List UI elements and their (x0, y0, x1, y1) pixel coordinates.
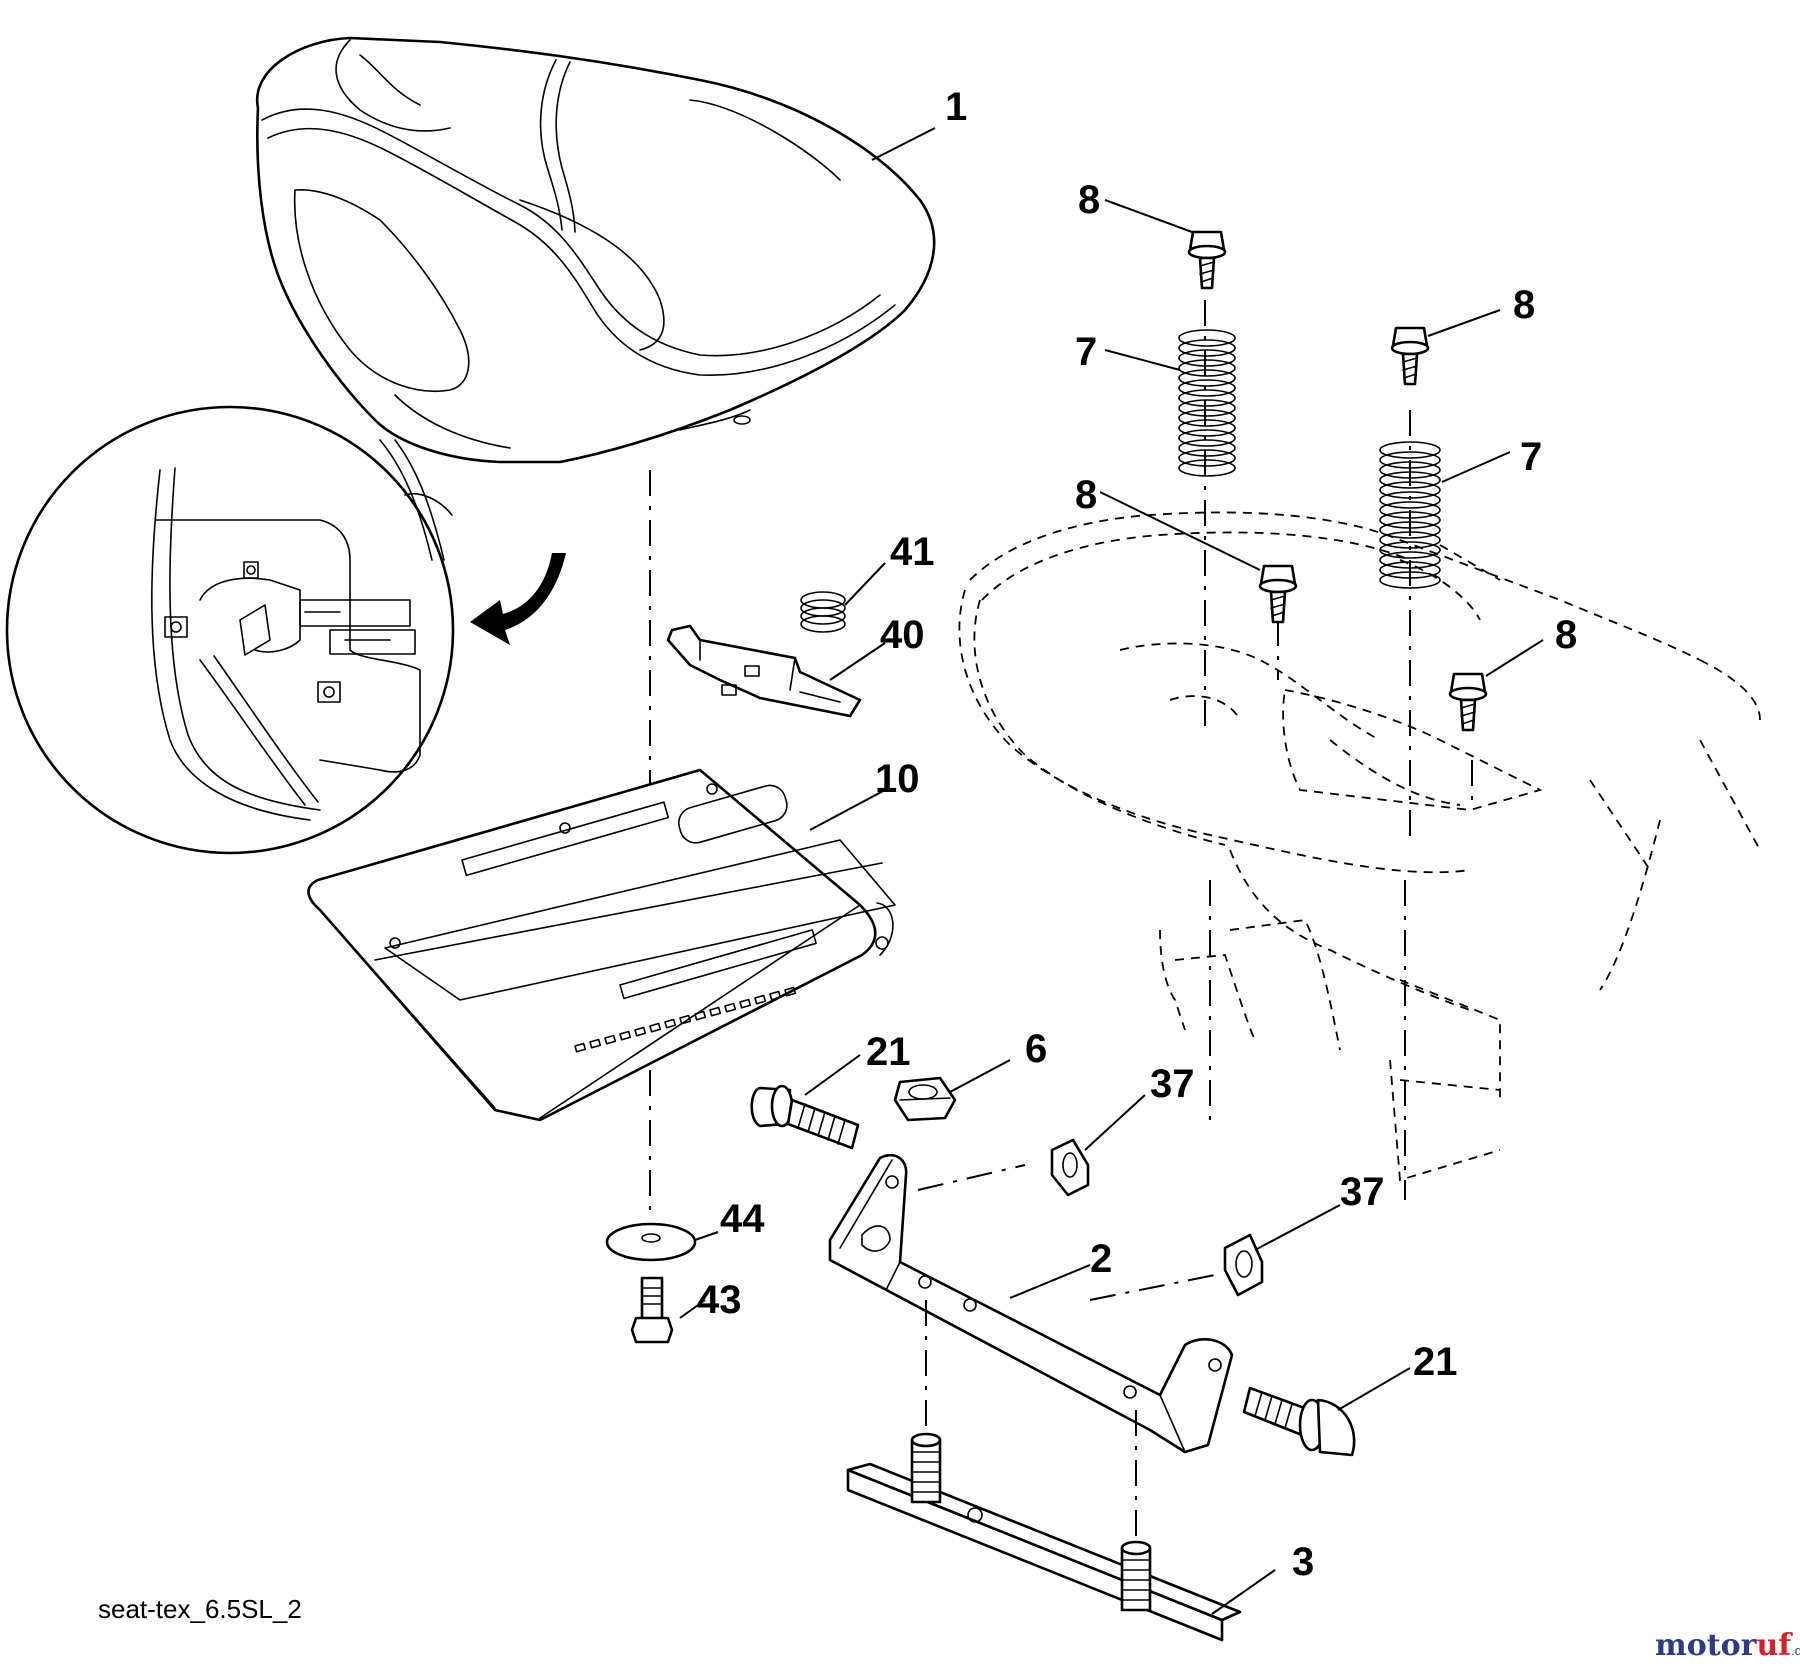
part-7-spring-right (1379, 441, 1441, 589)
callout-21-left: 21 (866, 1030, 911, 1074)
part-21-bolt-right (1242, 1386, 1356, 1457)
part-21-bolt-left (750, 1084, 860, 1150)
part-37-locknut-upper (1050, 1138, 1090, 1197)
part-8-bolt-mid-left (1258, 564, 1298, 624)
slot-row (574, 986, 797, 1053)
callout-7-right: 7 (1520, 435, 1542, 479)
brand-suffix: .de (1791, 1643, 1800, 1658)
callout-8-mid-left: 8 (1075, 473, 1097, 517)
callout-21-right: 21 (1413, 1340, 1458, 1384)
part-10-hinge-plate (307, 768, 896, 1122)
callout-1: 1 (945, 85, 967, 129)
callout-10: 10 (875, 757, 920, 801)
svg-text:motoruf.de: motoruf.de (1655, 1628, 1800, 1663)
part-43-screw (630, 1276, 674, 1344)
callout-8-top-right: 8 (1513, 283, 1535, 327)
drawing-code: seat-tex_6.5SL_2 (98, 1594, 302, 1624)
curved-arrow-icon (470, 553, 566, 645)
part-2-bracket (828, 1153, 1234, 1454)
part-6-nut (893, 1076, 957, 1122)
callout-8-mid-right: 8 (1555, 613, 1577, 657)
callout-37-lower: 37 (1340, 1170, 1385, 1214)
brand-main: motor (1655, 1628, 1758, 1663)
seat-drawing (255, 36, 936, 464)
detail-view (5, 405, 455, 855)
callout-37-upper: 37 (1150, 1062, 1195, 1106)
brand-accent: uf (1756, 1628, 1793, 1663)
part-8-bolt-mid-right (1448, 672, 1488, 732)
callout-41: 41 (890, 530, 935, 574)
part-37-locknut-lower (1223, 1233, 1264, 1297)
callout-40: 40 (880, 613, 925, 657)
callout-2: 2 (1090, 1237, 1112, 1281)
callout-43: 43 (697, 1278, 742, 1322)
callout-8-top-left: 8 (1078, 178, 1100, 222)
part-8-bolt-top-right (1390, 326, 1430, 386)
part-8-bolt-top-left (1187, 230, 1227, 290)
part-41-spring (800, 591, 846, 633)
part-7-spring-left (1178, 329, 1236, 477)
tractor-frame-outline (958, 511, 1761, 1182)
motoruf-watermark: motoruf.de (1655, 1628, 1800, 1663)
part-3-plate (846, 1432, 1242, 1642)
callout-6: 6 (1025, 1027, 1047, 1071)
part-44-washer (605, 1222, 697, 1262)
leader-lines (679, 127, 1544, 1615)
callout-3: 3 (1292, 1540, 1314, 1584)
callout-44: 44 (720, 1197, 765, 1241)
part-40-clip (666, 624, 862, 718)
callout-7-left: 7 (1075, 330, 1097, 374)
